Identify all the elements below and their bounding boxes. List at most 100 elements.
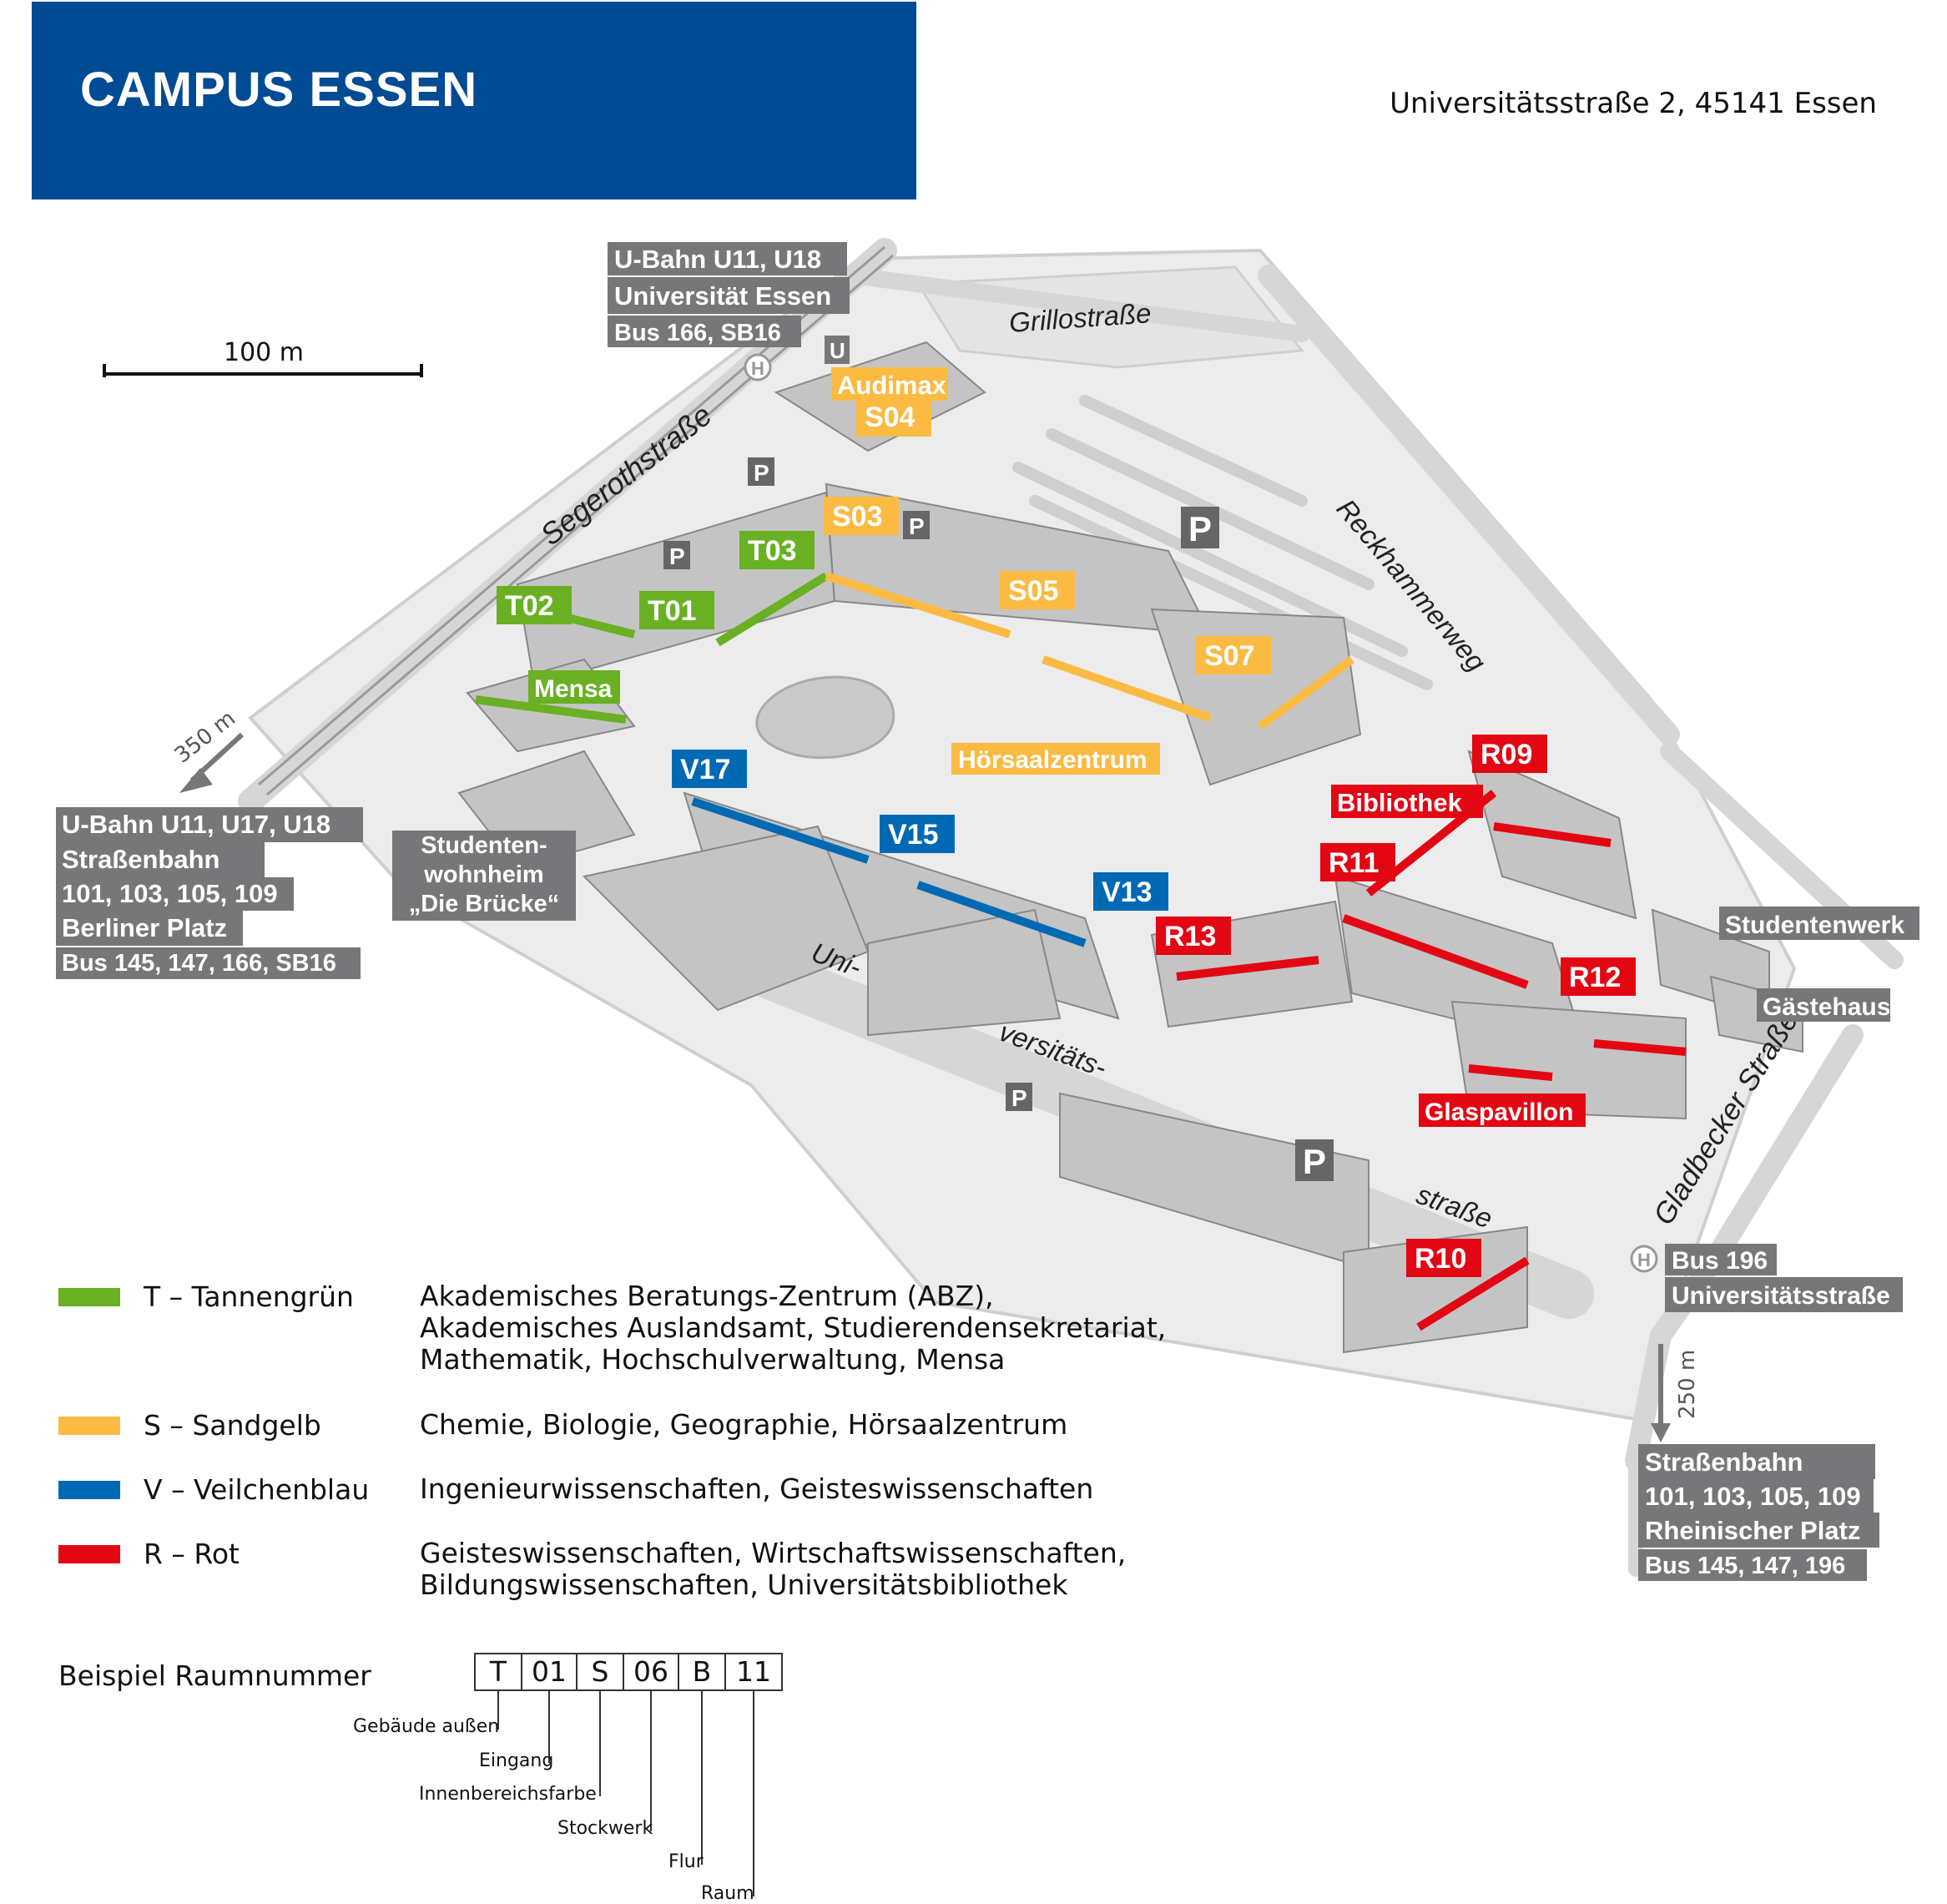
label-audimax[interactable]: Audimax [831, 367, 948, 401]
svg-text:H: H [751, 358, 764, 379]
svg-text:R13: R13 [1164, 921, 1216, 952]
page-title: CAMPUS ESSEN [80, 63, 478, 117]
svg-text:Straßenbahn: Straßenbahn [1645, 1447, 1803, 1477]
svg-text:S03: S03 [832, 501, 883, 533]
label-r12[interactable]: R12 [1561, 957, 1636, 996]
distance-west: 350 m [170, 706, 240, 769]
label-s07[interactable]: S07 [1196, 636, 1271, 674]
svg-text:R11: R11 [1329, 847, 1380, 879]
ubahn-sign: U [825, 336, 850, 364]
legend-swatch-green [58, 1288, 120, 1306]
svg-text:R09: R09 [1480, 739, 1532, 770]
svg-text:Studentenwerk: Studentenwerk [1725, 912, 1904, 939]
svg-text:H: H [1637, 1250, 1651, 1270]
svg-text:Glaspavillon: Glaspavillon [1425, 1098, 1573, 1126]
parking-icon [1295, 1139, 1334, 1181]
legend-swatch-red [58, 1545, 120, 1563]
label-s03[interactable]: S03 [824, 497, 899, 535]
svg-text:R10: R10 [1415, 1243, 1466, 1275]
legend-key-s: S – Sandgelb [144, 1409, 321, 1442]
campus-ground [248, 248, 1797, 1422]
label-bibliothek[interactable]: Bibliothek [1331, 785, 1483, 818]
distance-south: 250 m [1675, 1350, 1700, 1419]
label-v15[interactable]: V15 [880, 815, 955, 853]
svg-text:Bibliothek: Bibliothek [1337, 788, 1463, 817]
stripe-blue [691, 797, 870, 864]
svg-text:P: P [1303, 1142, 1326, 1181]
svg-text:„Die Brücke“: „Die Brücke“ [409, 891, 560, 917]
label-v13[interactable]: V13 [1093, 872, 1168, 911]
arrow-south: 250 m [1651, 1344, 1700, 1442]
svg-text:Berliner Platz: Berliner Platz [62, 913, 227, 942]
svg-text:T02: T02 [505, 590, 554, 622]
transit-southeast-bus: Bus 196 Universitätsstraße [1665, 1244, 1903, 1312]
svg-text:Audimax: Audimax [837, 371, 947, 400]
parking-icon [748, 457, 774, 486]
room-part-color: S [576, 1653, 624, 1691]
svg-text:P: P [754, 460, 769, 486]
svg-text:101, 103, 105, 109: 101, 103, 105, 109 [1645, 1482, 1861, 1511]
caption-stockwerk: Stockwerk [557, 1818, 653, 1839]
caption-raum: Raum [701, 1883, 754, 1904]
label-studentenwohnheim[interactable]: Studenten- wohnheim „Die Brücke“ [392, 831, 576, 921]
legend-desc-s: Chemie, Biologie, Geographie, Hörsaalzen… [420, 1408, 1068, 1441]
svg-text:S07: S07 [1204, 640, 1255, 672]
label-r10[interactable]: R10 [1406, 1239, 1481, 1277]
stripe-yellow [825, 572, 1011, 639]
transit-south: Straßenbahn 101, 103, 105, 109 Rheinisch… [1638, 1444, 1879, 1581]
room-part-building: T [474, 1653, 522, 1691]
bus-stop-southeast-icon: H [1630, 1245, 1658, 1273]
caption-innenbereichsfarbe: Innenbereichsfarbe [419, 1784, 597, 1805]
campus-address: Universitätsstraße 2, 45141 Essen [1390, 87, 1877, 120]
building-v-south [867, 908, 1062, 1037]
label-hoersaalzentrum[interactable]: Hörsaalzentrum [951, 743, 1160, 775]
caption-flur: Flur [668, 1851, 704, 1872]
svg-text:T03: T03 [748, 535, 797, 567]
legend-key-v: V – Veilchenblau [144, 1473, 370, 1506]
label-t01[interactable]: T01 [639, 591, 714, 629]
pond [755, 675, 895, 760]
stripe-red [1176, 956, 1319, 981]
legend-swatch-blue [58, 1481, 120, 1499]
label-r13[interactable]: R13 [1156, 917, 1231, 955]
label-glaspavillon[interactable]: Glaspavillon [1419, 1093, 1586, 1127]
label-s05[interactable]: S05 [1000, 571, 1075, 609]
legend-swatch-yellow [58, 1417, 120, 1435]
legend-desc-t: Akademisches Beratungs-Zentrum (ABZ), Ak… [420, 1280, 1167, 1376]
svg-text:S04: S04 [865, 402, 915, 433]
label-t02[interactable]: T02 [497, 586, 572, 624]
svg-text:Mensa: Mensa [534, 675, 613, 703]
label-t03[interactable]: T03 [739, 531, 815, 569]
arrow-west: 350 m [170, 706, 245, 793]
svg-text:V15: V15 [888, 819, 939, 851]
room-part-room: 11 [724, 1653, 783, 1691]
label-v17[interactable]: V17 [672, 750, 747, 788]
parking-icon [1006, 1083, 1032, 1111]
building-r12-south [1450, 1000, 1687, 1120]
legend-key-r: R – Rot [144, 1538, 240, 1570]
label-mensa[interactable]: Mensa [528, 670, 620, 704]
room-part-corridor: B [678, 1653, 726, 1691]
svg-text:Bus 145, 147, 166, SB16: Bus 145, 147, 166, SB16 [62, 950, 336, 977]
svg-text:Rheinischer Platz: Rheinischer Platz [1645, 1516, 1860, 1545]
svg-text:U-Bahn U11, U18: U-Bahn U11, U18 [614, 245, 821, 274]
label-s04[interactable]: S04 [856, 396, 931, 437]
svg-text:Bus 196: Bus 196 [1672, 1247, 1768, 1275]
svg-text:Gästehaus: Gästehaus [1763, 993, 1890, 1021]
svg-text:Bus 166, SB16: Bus 166, SB16 [614, 320, 781, 346]
caption-eingang: Eingang [479, 1750, 554, 1771]
svg-text:P: P [909, 513, 925, 539]
svg-text:101, 103, 105, 109: 101, 103, 105, 109 [62, 879, 278, 908]
label-studentenwerk[interactable]: Studentenwerk [1719, 907, 1919, 940]
label-gaestehaus[interactable]: Gästehaus [1757, 988, 1890, 1022]
transit-top: U-Bahn U11, U18 Universität Essen Bus 16… [608, 242, 850, 347]
svg-text:U-Bahn U11, U17, U18: U-Bahn U11, U17, U18 [62, 810, 330, 839]
scale-bar: 100 m [103, 338, 423, 377]
label-r11[interactable]: R11 [1320, 843, 1395, 881]
svg-text:P: P [1011, 1085, 1027, 1111]
legend-desc-r: Geisteswissenschaften, Wirtschaftswissen… [420, 1537, 1127, 1601]
svg-text:Straßenbahn: Straßenbahn [62, 845, 219, 874]
label-r09[interactable]: R09 [1472, 735, 1547, 773]
room-part-floor: 06 [623, 1653, 679, 1691]
